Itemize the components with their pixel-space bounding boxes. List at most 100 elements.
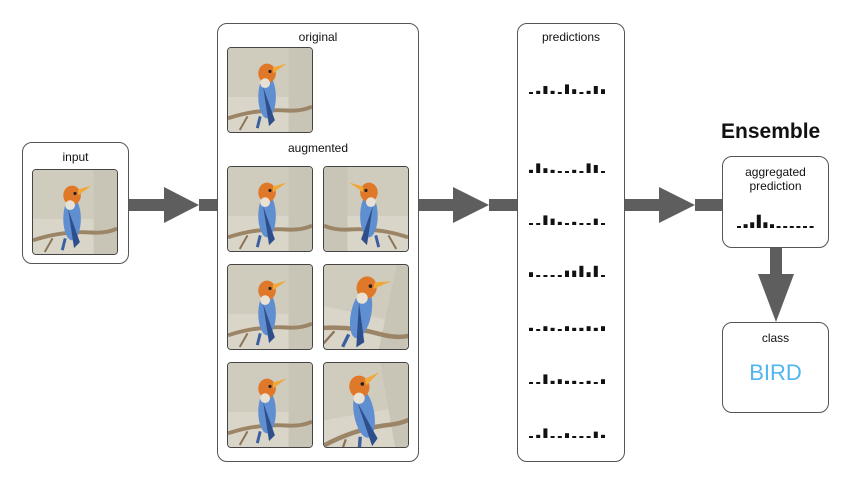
prediction-4-bar-7: [579, 265, 584, 277]
augmented-image-1: [227, 166, 313, 252]
prediction-4-bar-2: [543, 275, 548, 277]
prediction-7-bar-0: [529, 436, 533, 438]
prediction-3-bar-2: [543, 215, 548, 225]
prediction-histogram-3: [529, 215, 605, 225]
prediction-3-bar-6: [572, 221, 577, 225]
prediction-histogram-1: [529, 84, 605, 94]
prediction-2-bar-0: [529, 169, 533, 173]
prediction-3-bar-3: [550, 218, 555, 225]
aggregated-bar-0: [737, 226, 741, 228]
original-label: original: [298, 30, 338, 44]
prediction-6-bar-2: [543, 374, 548, 384]
prediction-histogram-7: [529, 428, 605, 438]
ensemble-title: Ensemble: [721, 120, 821, 143]
prediction-5-bar-0: [529, 327, 533, 331]
augmented-image-2: [323, 166, 409, 252]
bird-photo-icon: [324, 265, 408, 349]
class-label: class: [761, 331, 790, 345]
aggregated-bar-8: [789, 226, 794, 228]
prediction-5-bar-5: [565, 326, 569, 331]
prediction-1-bar-4: [557, 92, 562, 94]
prediction-7-bar-10: [601, 434, 605, 438]
aggregated-bar-5: [770, 224, 774, 228]
aggregated-bar-6: [776, 226, 781, 228]
prediction-4-bar-9: [593, 265, 598, 277]
prediction-4-bar-4: [557, 275, 562, 277]
augmented-image-3: [227, 264, 313, 350]
prediction-4-bar-0: [529, 272, 533, 277]
class-box: class BIRD: [722, 322, 829, 413]
prediction-4-bar-10: [601, 275, 605, 277]
augmented-image-4: [323, 264, 409, 350]
bird-photo-icon: [324, 363, 408, 447]
aggregated-prediction-label: aggregated prediction: [745, 165, 806, 193]
predictions-label: predictions: [541, 30, 601, 44]
prediction-7-bar-3: [550, 436, 555, 438]
prediction-2-bar-10: [601, 171, 605, 173]
prediction-1-bar-10: [601, 89, 605, 94]
aggregated-bar-1: [743, 224, 748, 228]
prediction-2-bar-2: [543, 168, 548, 173]
prediction-6-bar-7: [579, 382, 584, 384]
prediction-5-bar-10: [601, 326, 605, 331]
class-value: BIRD: [749, 360, 802, 385]
prediction-7-bar-2: [543, 428, 548, 438]
prediction-3-bar-1: [536, 223, 541, 225]
augmentation-box: original augmented: [217, 23, 419, 462]
prediction-3-bar-7: [579, 223, 584, 225]
prediction-5-bar-8: [586, 326, 591, 331]
prediction-2-bar-8: [586, 163, 591, 173]
prediction-1-bar-0: [529, 92, 533, 94]
bird-photo-icon: [228, 48, 312, 132]
augmented-label: augmented: [287, 141, 349, 155]
prediction-2-bar-9: [593, 165, 598, 173]
prediction-6-bar-0: [529, 382, 533, 384]
original-image: [227, 47, 313, 133]
prediction-4-bar-1: [536, 275, 541, 277]
prediction-6-bar-9: [593, 382, 598, 384]
prediction-6-bar-1: [536, 382, 541, 384]
augmented-image-6: [323, 362, 409, 448]
bird-photo-icon: [228, 363, 312, 447]
prediction-1-bar-2: [543, 86, 548, 94]
prediction-7-bar-8: [586, 436, 591, 438]
prediction-4-bar-5: [565, 270, 569, 277]
prediction-5-bar-4: [557, 329, 562, 331]
prediction-6-bar-3: [550, 380, 555, 384]
prediction-5-bar-6: [572, 327, 577, 331]
prediction-1-bar-1: [536, 90, 541, 94]
prediction-4-bar-8: [586, 272, 591, 277]
prediction-1-bar-3: [550, 90, 555, 94]
prediction-1-bar-5: [565, 84, 569, 94]
aggregated-bar-2: [750, 222, 755, 228]
prediction-histogram-4: [529, 265, 605, 277]
prediction-5-bar-7: [579, 327, 584, 331]
prediction-7-bar-1: [536, 434, 541, 438]
prediction-1-bar-8: [586, 90, 591, 94]
aggregated-bar-11: [809, 226, 814, 228]
aggregated-bar-3: [756, 214, 761, 228]
prediction-2-bar-5: [565, 171, 569, 173]
prediction-3-bar-10: [601, 223, 605, 225]
prediction-5-bar-1: [536, 329, 541, 331]
prediction-4-bar-3: [550, 275, 555, 277]
prediction-6-bar-10: [601, 379, 605, 384]
prediction-3-bar-4: [557, 221, 562, 225]
prediction-7-bar-6: [572, 436, 577, 438]
aggregated-bar-9: [796, 226, 801, 228]
prediction-7-bar-4: [557, 436, 562, 438]
prediction-6-bar-5: [565, 380, 569, 384]
prediction-6-bar-4: [557, 379, 562, 384]
prediction-5-bar-3: [550, 327, 555, 331]
prediction-histogram-5: [529, 326, 605, 331]
prediction-7-bar-5: [565, 433, 569, 438]
bird-photo-icon: [33, 170, 117, 254]
prediction-histogram-6: [529, 374, 605, 384]
prediction-histograms: [529, 84, 605, 438]
prediction-histogram-2: [529, 163, 605, 173]
prediction-1-bar-7: [579, 92, 584, 94]
prediction-4-bar-6: [572, 270, 577, 277]
aggregated-bar-7: [783, 226, 788, 228]
prediction-2-bar-1: [536, 163, 541, 173]
